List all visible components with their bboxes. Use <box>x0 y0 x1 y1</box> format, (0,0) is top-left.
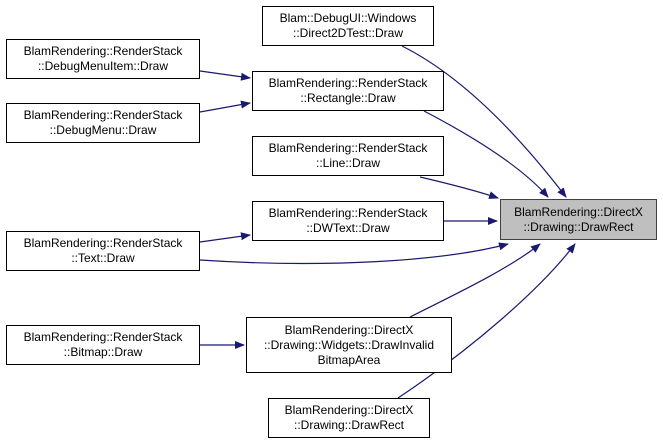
node-drawinvalidbitmaparea[interactable]: BlamRendering::DirectX ::Drawing::Widget… <box>246 317 452 373</box>
node-label-line: BlamRendering::RenderStack <box>268 141 428 155</box>
edge-n7-to-target <box>199 242 509 265</box>
node-label-line: ::Direct2DTest::Draw <box>292 26 404 40</box>
edge-n1-to-target <box>401 45 567 198</box>
edge-n5-to-target <box>419 176 499 199</box>
node-label-line: ::Text::Draw <box>71 251 135 265</box>
node-label-line: ::Drawing::DrawRect <box>523 219 634 234</box>
edge-n10-to-target <box>397 243 576 399</box>
edge-n9-to-target <box>409 243 541 318</box>
node-dwtext-draw[interactable]: BlamRendering::RenderStack ::DWText::Dra… <box>252 201 444 241</box>
node-label-line: BlamRendering::RenderStack <box>23 44 183 58</box>
edge-n4-to-n3 <box>199 100 251 113</box>
node-label-line: BitmapArea <box>317 352 381 367</box>
node-label-line: BlamRendering::RenderStack <box>268 76 428 90</box>
node-rectangle-draw[interactable]: BlamRendering::RenderStack ::Rectangle::… <box>252 71 444 111</box>
edge-n3-to-target <box>423 110 549 198</box>
node-label-line: ::Rectangle::Draw <box>300 91 396 105</box>
node-text-draw[interactable]: BlamRendering::RenderStack ::Text::Draw <box>6 231 200 271</box>
node-debugmenuitem-draw[interactable]: BlamRendering::RenderStack ::DebugMenuIt… <box>6 39 200 79</box>
node-label-line: BlamRendering::DirectX <box>284 322 414 337</box>
node-label-line: Blam::DebugUI::Windows <box>279 11 417 25</box>
node-line-draw[interactable]: BlamRendering::RenderStack ::Line::Draw <box>252 136 444 176</box>
edge-n7-to-n6 <box>199 232 251 243</box>
node-label-line: ::Bitmap::Draw <box>63 345 143 359</box>
node-label-line: ::DebugMenu::Draw <box>49 123 157 137</box>
node-label-line: BlamRendering::RenderStack <box>23 108 183 122</box>
edge-n2-to-n3 <box>199 70 251 81</box>
node-bitmap-draw[interactable]: BlamRendering::RenderStack ::Bitmap::Dra… <box>6 325 200 365</box>
node-label-line: BlamRendering::RenderStack <box>23 236 183 250</box>
node-label-line: ::Line::Draw <box>315 156 381 170</box>
node-debugmenu-draw[interactable]: BlamRendering::RenderStack ::DebugMenu::… <box>6 103 200 143</box>
node-label-line: BlamRendering::RenderStack <box>268 206 428 220</box>
node-drawrect-overload[interactable]: BlamRendering::DirectX ::Drawing::DrawRe… <box>268 398 430 438</box>
node-direct2dtest-draw[interactable]: Blam::DebugUI::Windows ::Direct2DTest::D… <box>262 6 434 46</box>
node-label-line: BlamRendering::RenderStack <box>23 330 183 344</box>
node-label-line: ::DebugMenuItem::Draw <box>37 59 169 73</box>
node-label-line: BlamRendering::DirectX <box>284 403 414 417</box>
node-label-line: BlamRendering::DirectX <box>514 204 643 219</box>
node-label-line: ::Drawing::DrawRect <box>293 418 405 432</box>
node-drawrect-target[interactable]: BlamRendering::DirectX ::Drawing::DrawRe… <box>500 199 657 240</box>
node-label-line: ::DWText::Draw <box>306 221 390 235</box>
node-label-line: ::Drawing::Widgets::DrawInvalid <box>263 337 435 352</box>
